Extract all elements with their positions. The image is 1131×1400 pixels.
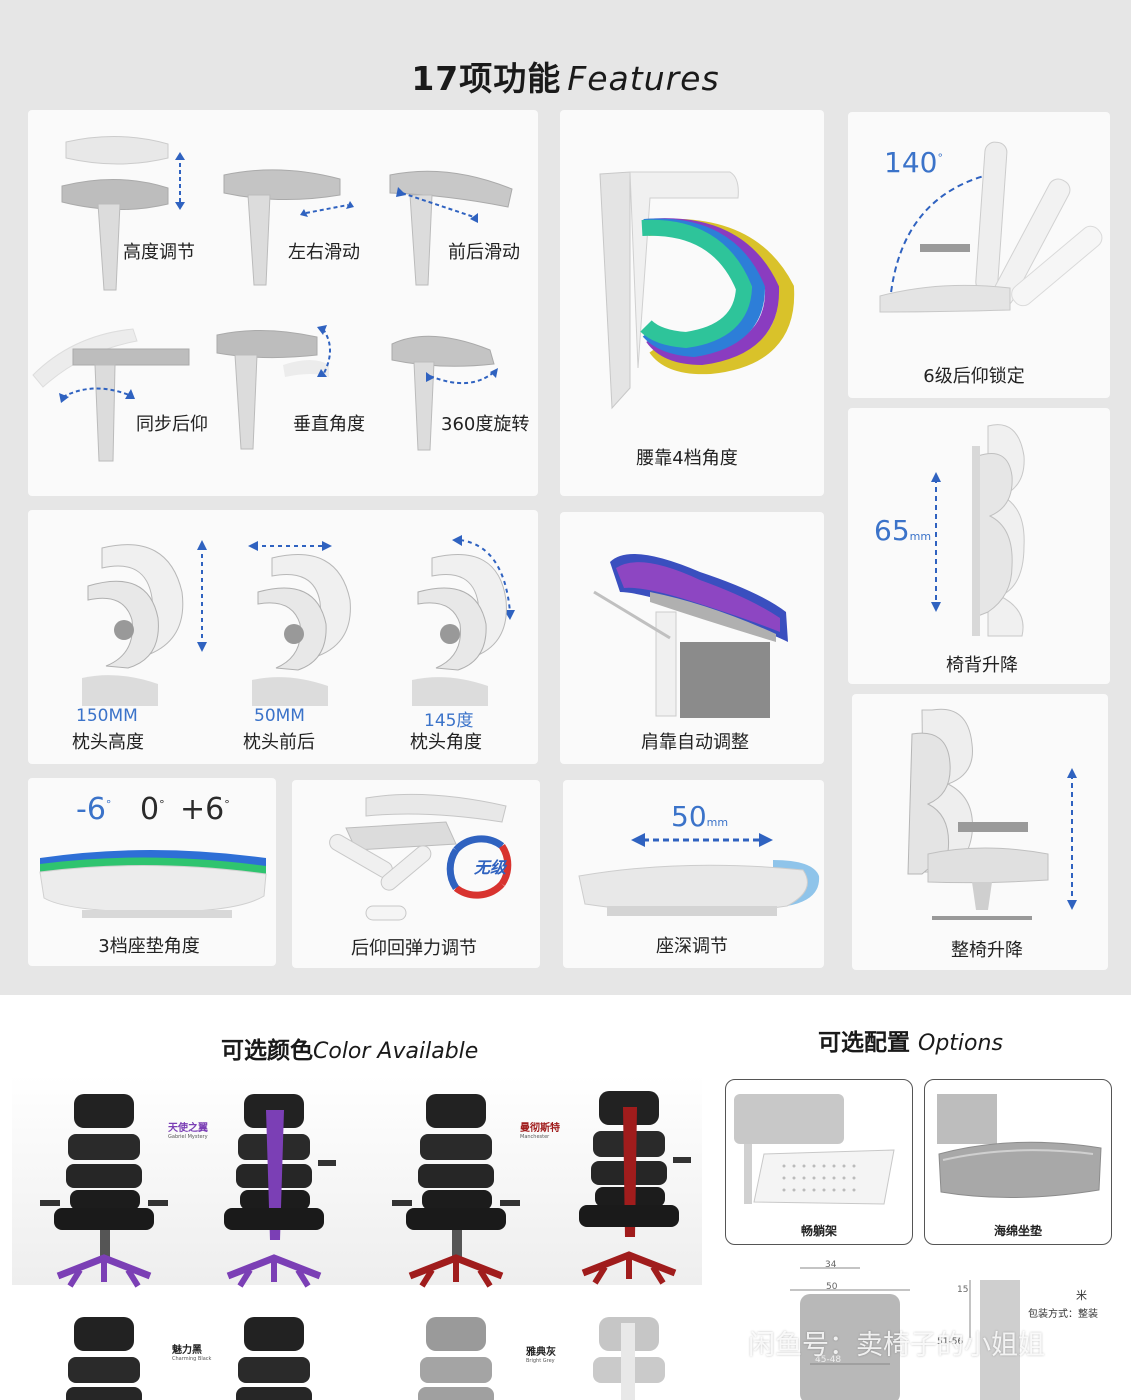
- seat-depth-icon: [578, 833, 820, 916]
- seat-depth-card: 50mm 座深调节: [563, 780, 824, 968]
- headrest-label-3: 枕头角度: [410, 732, 482, 753]
- chair-black-front-icon: [66, 1317, 142, 1400]
- recline-angle: 140°: [884, 146, 943, 179]
- chair-black-back-icon: [236, 1317, 312, 1400]
- recline-label: 6级后仰锁定: [923, 366, 1025, 387]
- chair-lift-icon: [907, 708, 1077, 920]
- tension-mechanism-icon: [329, 793, 512, 921]
- shoulder-card: 肩靠自动调整: [560, 512, 824, 764]
- seat-angle-neg: -6°: [76, 792, 112, 827]
- chair-gabriel-front-icon: [40, 1094, 168, 1288]
- headrest-height-icon: [82, 540, 207, 706]
- seat-cushion-icon: [39, 850, 267, 918]
- backrest-lift-label: 椅背升降: [946, 655, 1018, 676]
- dim-b: 50: [826, 1282, 838, 1292]
- seat-depth-label: 座深调节: [656, 936, 728, 957]
- colors-title: 可选颜色Color Available: [221, 1038, 479, 1064]
- armrest-vertical-angle-icon: [216, 325, 331, 450]
- chair-manchester-front-icon: [392, 1094, 520, 1288]
- armrest-height-icon: [61, 135, 185, 291]
- options-title: 可选配置 Options: [818, 1030, 1003, 1056]
- headrest-value-3: 145度: [424, 711, 474, 731]
- chair-lift-label: 整椅升降: [951, 940, 1023, 961]
- chair-grey-back-icon: [593, 1317, 665, 1400]
- shoulder-support-icon: [593, 554, 788, 718]
- watermark-text: 闲鱼号：卖椅子的小姐姐: [748, 1330, 1045, 1361]
- lumbar-card: 腰靠4档角度: [560, 110, 824, 496]
- dim-a: 34: [825, 1260, 837, 1270]
- recline-chair-icon: [879, 141, 1103, 313]
- footrest-icon: [734, 1094, 895, 1205]
- armrest-sync-recline-icon: [32, 328, 190, 462]
- armrest-label-6: 360度旋转: [441, 414, 530, 435]
- backrest-lift-card: 65mm 椅背升降: [848, 408, 1110, 684]
- seat-angle-card: -6° 0° +6° 3档座垫角度: [28, 778, 276, 966]
- headrest-card: 150MM 枕头高度 50MM 枕头前后 145度 枕头角度: [28, 510, 538, 764]
- option-footrest-card: 畅躺架: [725, 1079, 913, 1245]
- chair-grey-front-icon: [418, 1317, 494, 1400]
- tension-card: 无级 后仰回弹力调节: [292, 780, 540, 968]
- chair-lift-card: 整椅升降: [852, 694, 1108, 970]
- option-footrest-label: 畅躺架: [800, 1224, 837, 1238]
- headrest-value-1: 150MM: [76, 706, 138, 726]
- shoulder-label: 肩靠自动调整: [641, 732, 749, 753]
- seat-angle-zero: 0°: [140, 792, 165, 827]
- armrest-label-3: 前后滑动: [448, 242, 520, 263]
- armrest-slide-fb-icon: [389, 170, 513, 286]
- sponge-cushion-icon: [937, 1094, 1102, 1199]
- armrest-slide-lr-icon: [223, 169, 354, 286]
- armrest-label-2: 左右滑动: [288, 242, 360, 263]
- seat-angle-label: 3档座垫角度: [98, 936, 200, 957]
- chair-gabriel-back-icon: [224, 1094, 336, 1288]
- backrest-lift-value: 65mm: [874, 514, 932, 547]
- seat-depth-value: 50mm: [671, 800, 729, 833]
- dimension-drawing-icon: [790, 1267, 1020, 1400]
- chair-manchester-back-icon: [579, 1091, 691, 1285]
- recline-card: 140° 6级后仰锁定: [848, 112, 1110, 398]
- tension-badge: 无级: [474, 858, 507, 877]
- armrest-label-4: 同步后仰: [136, 414, 208, 435]
- dim-d: 15: [957, 1285, 969, 1295]
- seat-angle-pos: +6°: [180, 792, 230, 827]
- headrest-value-2: 50MM: [254, 706, 305, 726]
- dim-c: 45-48: [815, 1355, 842, 1365]
- headrest-label-2: 枕头前后: [243, 732, 315, 753]
- lumbar-label: 腰靠4档角度: [636, 448, 738, 469]
- lumbar-support-icon: [599, 171, 795, 410]
- armrest-label-5: 垂直角度: [293, 414, 365, 435]
- option-cushion-card: 海绵坐垫: [924, 1079, 1112, 1245]
- dim-mi: 米: [1076, 1289, 1087, 1302]
- option-cushion-label: 海绵坐垫: [993, 1224, 1042, 1238]
- armrest-360-rotate-icon: [391, 335, 498, 451]
- headrest-angle-icon: [412, 535, 515, 706]
- pack-method: 包装方式：整装: [1028, 1309, 1098, 1320]
- tension-label: 后仰回弹力调节: [351, 938, 477, 959]
- armrest-card: 高度调节 左右滑动 前后滑动 同步后仰: [28, 110, 538, 496]
- headrest-label-1: 枕头高度: [72, 732, 144, 753]
- headrest-front-back-icon: [248, 541, 351, 706]
- dim-e: 51-56: [937, 1337, 964, 1347]
- backrest-lift-icon: [931, 424, 1025, 637]
- armrest-label-1: 高度调节: [123, 242, 195, 263]
